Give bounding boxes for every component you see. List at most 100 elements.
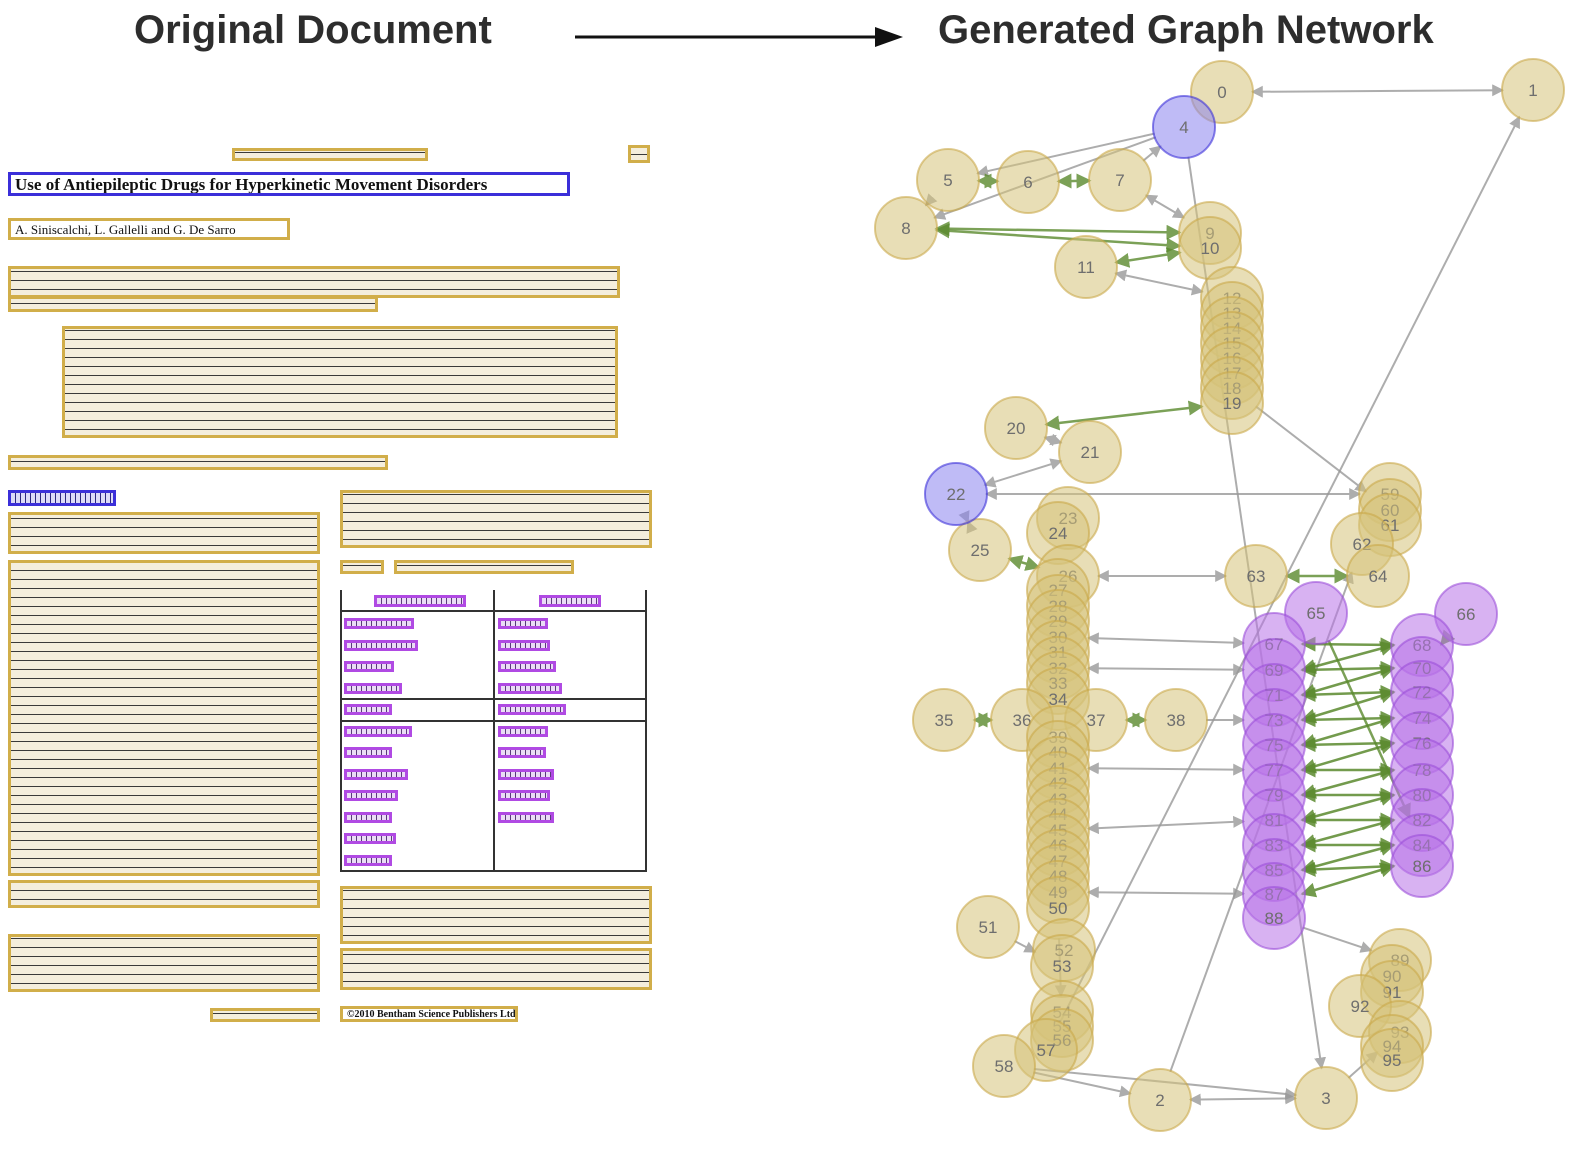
table-header-region — [539, 595, 601, 607]
list-item-region — [498, 618, 548, 629]
graph-edge — [1300, 714, 1396, 749]
page-number-region — [628, 145, 650, 163]
graph-node-label: 25 — [971, 541, 990, 560]
list-item-region — [498, 769, 554, 780]
list-item-region — [498, 640, 550, 651]
copyright-text: ©2010 Bentham Science Publishers Ltd. — [347, 1009, 518, 1020]
graph-node-20: 20 — [984, 396, 1048, 460]
graph-edge — [1300, 688, 1396, 724]
graph-edge — [1188, 1092, 1298, 1106]
graph-node-3: 3 — [1294, 1066, 1358, 1130]
abstract-region — [62, 326, 618, 438]
keywords-region — [8, 455, 388, 470]
graph-edge — [1044, 400, 1204, 431]
graph-edge — [1144, 194, 1186, 219]
graph-node-label: 53 — [1053, 957, 1072, 976]
graph-node-38: 38 — [1144, 688, 1208, 752]
graph-node-label: 92 — [1351, 997, 1370, 1016]
graph-node-label: 21 — [1081, 443, 1100, 462]
graph-node-label: 19 — [1223, 394, 1242, 413]
graph-node-label: 65 — [1307, 604, 1326, 623]
table-caption-region — [394, 560, 574, 574]
graph-node-label: 37 — [1087, 711, 1106, 730]
paragraph-region — [8, 880, 320, 908]
list-item-region — [344, 855, 392, 866]
graph-node-label: 3 — [1321, 1089, 1330, 1108]
list-item-region — [498, 790, 550, 801]
graph-node-label: 1 — [1528, 81, 1537, 100]
graph-edge — [1300, 816, 1396, 849]
graph-node-label: 36 — [1013, 711, 1032, 730]
list-item-region — [498, 683, 562, 694]
list-item-region — [344, 790, 398, 801]
graph-edge — [1043, 433, 1063, 447]
list-item-region — [344, 661, 394, 672]
graph-node-label: 86 — [1413, 857, 1432, 876]
graph-node-label: 95 — [1383, 1051, 1402, 1070]
running-header-region — [232, 148, 428, 161]
graph-node-label: 24 — [1049, 524, 1068, 543]
authors-region: A. Siniscalchi, L. Gallelli and G. De Sa… — [8, 218, 290, 240]
graph-node-label: 64 — [1369, 567, 1388, 586]
graph-node-label: 22 — [947, 485, 966, 504]
graph-edge — [1056, 173, 1092, 189]
graph-node-22: 22 — [924, 462, 988, 526]
footnote-region — [8, 934, 320, 992]
original-document-heading: Original Document — [134, 8, 492, 52]
graph-node-58: 58 — [972, 1034, 1036, 1098]
graph-edge — [1086, 762, 1246, 776]
graph-node-21: 21 — [1058, 420, 1122, 484]
authors-text: A. Siniscalchi, L. Gallelli and G. De Sa… — [15, 222, 236, 237]
list-item-region — [344, 618, 414, 629]
paper-title-region: Use of Antiepileptic Drugs for Hyperkine… — [8, 172, 570, 196]
graph-node-25: 25 — [948, 518, 1012, 582]
paragraph-region — [340, 886, 652, 944]
graph-edge — [1114, 247, 1182, 268]
list-item-region — [344, 640, 418, 651]
graph-node-label: 0 — [1217, 83, 1226, 102]
graph-node-11: 11 — [1054, 235, 1118, 299]
graph-node-86: 86 — [1390, 834, 1454, 898]
graph-node-label: 2 — [1155, 1091, 1164, 1110]
list-item-region — [498, 747, 546, 758]
graph-node-19: 19 — [1200, 371, 1264, 435]
table-header-region — [374, 595, 466, 607]
graph-node-95: 95 — [1360, 1028, 1424, 1092]
graph-edge — [1086, 815, 1246, 835]
list-item-region — [344, 812, 392, 823]
graph-node-label: 20 — [1007, 419, 1026, 438]
graph-node-51: 51 — [956, 895, 1020, 959]
graph-node-label: 8 — [901, 219, 910, 238]
graph-node-66: 66 — [1434, 582, 1498, 646]
graph-edge — [976, 173, 1000, 189]
graph-edge — [1300, 862, 1396, 898]
graph-edge — [934, 223, 1182, 253]
generated-graph-heading: Generated Graph Network — [938, 8, 1434, 52]
graph-edge — [1300, 684, 1396, 703]
right-arrow-icon — [575, 27, 903, 47]
graph-node-label: 66 — [1457, 605, 1476, 624]
graph-node-label: 63 — [1247, 567, 1266, 586]
graph-edge — [1302, 926, 1373, 953]
graph-edge — [1058, 115, 1521, 1024]
graph-node-label: 34 — [1049, 690, 1068, 709]
graph-edge — [1300, 735, 1396, 753]
graph-node-label: 58 — [995, 1057, 1014, 1076]
graph-node-5: 5 — [916, 148, 980, 212]
graph-node-label: 6 — [1023, 173, 1032, 192]
graph-node-35: 35 — [912, 688, 976, 752]
graph-edge — [1300, 791, 1396, 824]
list-item-region — [344, 769, 408, 780]
list-item-region — [344, 833, 396, 844]
graph-node-label: 35 — [935, 711, 954, 730]
graph-node-label: 5 — [943, 171, 952, 190]
paragraph-region — [340, 948, 652, 990]
graph-node-64: 64 — [1346, 544, 1410, 608]
graph-edge — [1300, 766, 1396, 799]
graph-node-label: 11 — [1077, 258, 1095, 277]
paragraph-region — [8, 512, 320, 554]
copyright-region: ©2010 Bentham Science Publishers Ltd. — [340, 1006, 518, 1022]
graph-node-63: 63 — [1224, 544, 1288, 608]
graph-node-4: 4 — [1152, 95, 1216, 159]
